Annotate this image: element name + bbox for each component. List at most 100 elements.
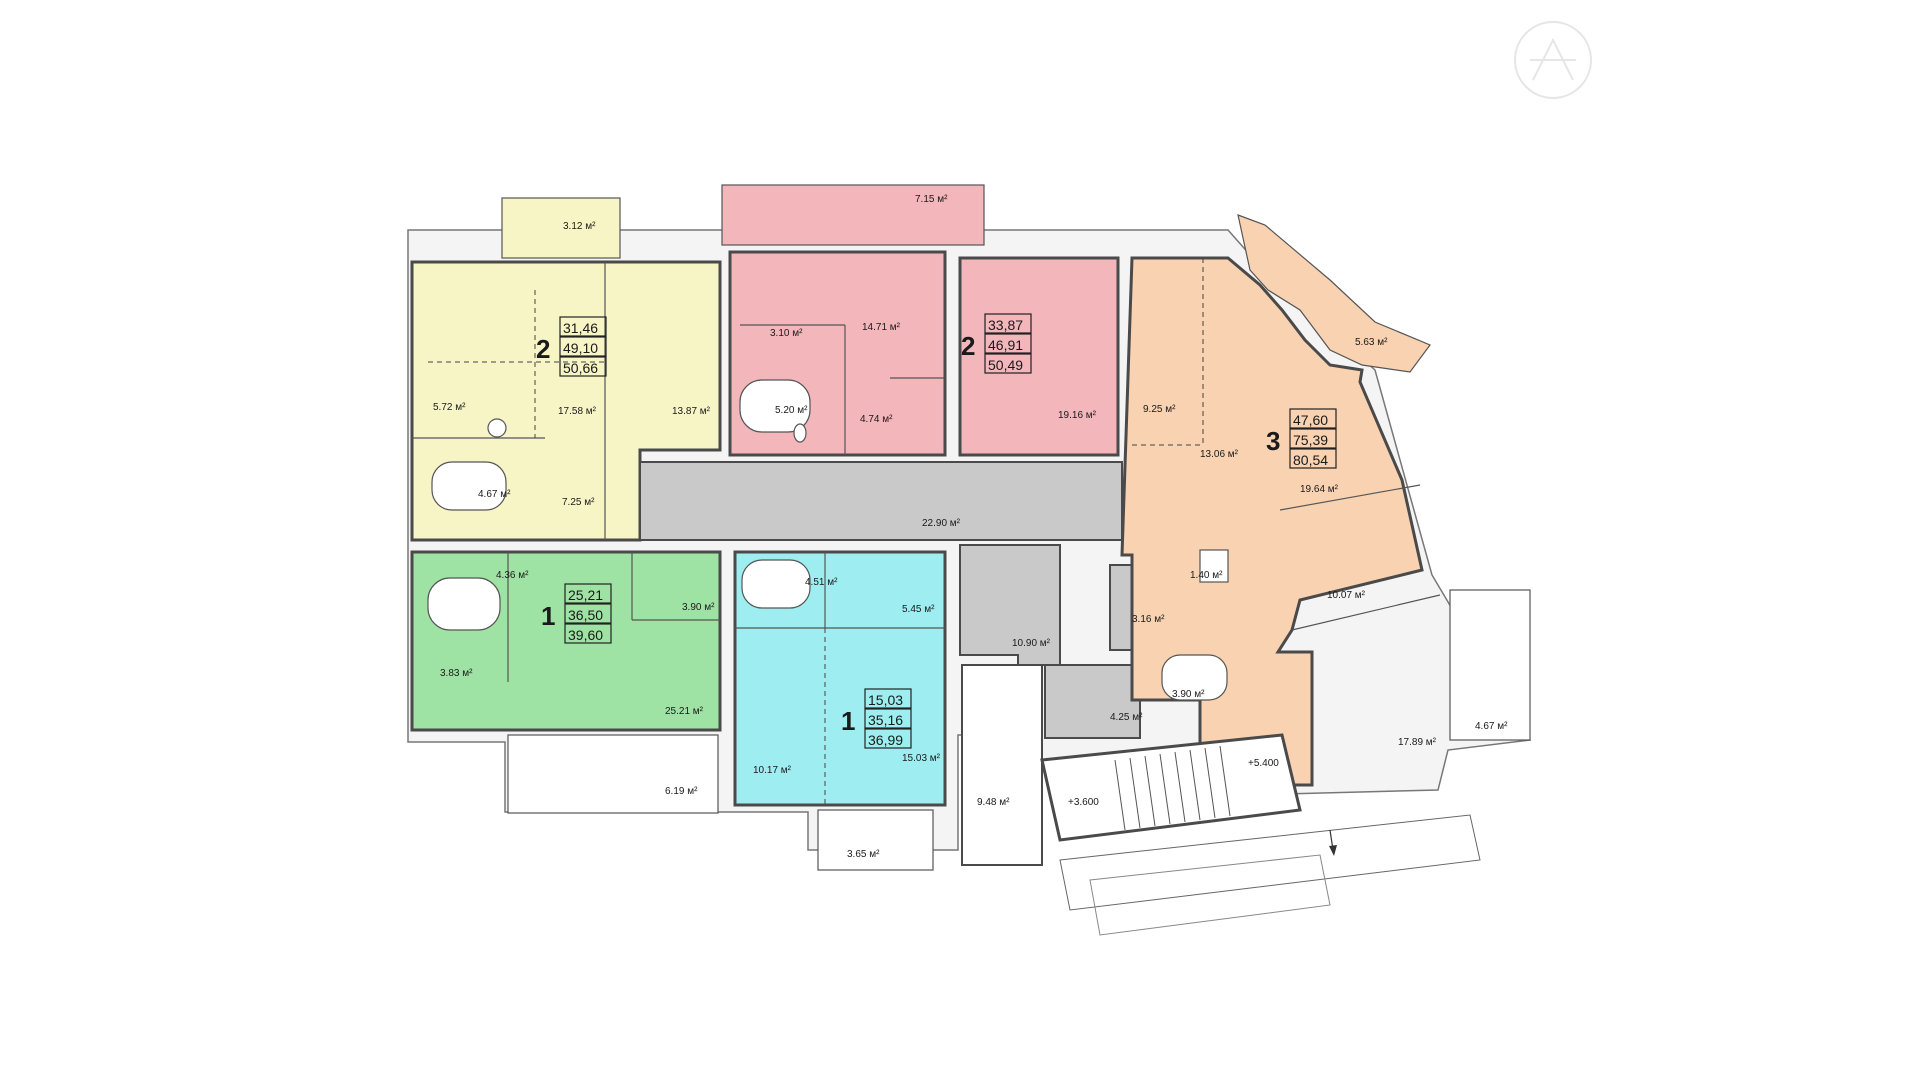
- area-label: 3.10 м²: [770, 328, 803, 339]
- area-label: 19.64 м²: [1300, 484, 1339, 495]
- bathtub-icon: [1161, 654, 1228, 701]
- area-label: 3.12 м²: [563, 221, 596, 232]
- area-label: 13.87 м²: [672, 406, 711, 417]
- apartment-summary: 3 47,60 75,39 80,54: [1266, 408, 1337, 469]
- area-label: 4.36 м²: [496, 570, 529, 581]
- apartment-area-with-balcony: 80,54: [1293, 452, 1328, 468]
- apartment-area-box: [984, 333, 1032, 354]
- area-label: 17.58 м²: [558, 406, 597, 417]
- apartment-area-box: [864, 708, 912, 729]
- balcony-peach: [1237, 214, 1431, 373]
- area-label: 5.72 м²: [433, 402, 466, 413]
- balcony-yellow: [501, 197, 621, 259]
- apartment-pink[interactable]: [721, 184, 1120, 457]
- toilet-icon: [793, 423, 807, 443]
- apartment-area-with-balcony: 39,60: [568, 627, 603, 643]
- apartment-area-living: 33,87: [988, 317, 1023, 333]
- area-label: 22.90 м²: [922, 518, 961, 529]
- area-label: 5.63 м²: [1355, 337, 1388, 348]
- area-label: 5.20 м²: [775, 405, 808, 416]
- area-label: 1.40 м²: [1190, 570, 1223, 581]
- area-label: 13.06 м²: [1200, 449, 1239, 460]
- apartment-area-living: 25,21: [568, 587, 603, 603]
- apartment-yellow[interactable]: [410, 197, 722, 542]
- apartment-area-with-balcony: 36,99: [868, 732, 903, 748]
- apartment-area-living: 47,60: [1293, 412, 1328, 428]
- area-label: 9.25 м²: [1143, 404, 1176, 415]
- staircase: [1040, 733, 1481, 936]
- apartment-room-count: 2: [961, 331, 975, 361]
- area-label: 6.19 м²: [665, 786, 698, 797]
- apartment-area-box: [559, 316, 607, 337]
- area-label: 10.17 м²: [753, 765, 792, 776]
- area-label: 4.51 м²: [805, 577, 838, 588]
- apartment-cyan[interactable]: [733, 550, 947, 871]
- arrow-down-icon: [1329, 829, 1337, 856]
- apartment-area-box: [564, 603, 612, 624]
- apartment-area-box: [564, 623, 612, 644]
- apartment-area-box: [984, 313, 1032, 334]
- balcony-cyan: [817, 809, 934, 871]
- level-mark: +5.400: [1248, 758, 1279, 769]
- apartment-area-with-balcony: 50,66: [563, 360, 598, 376]
- area-label: 4.67 м²: [478, 489, 511, 500]
- area-label: 7.25 м²: [562, 497, 595, 508]
- area-label: 3.16 м²: [1132, 614, 1165, 625]
- apartment-area-total: 35,16: [868, 712, 903, 728]
- apartment-area-box: [1289, 448, 1337, 469]
- apartment-area-living: 15,03: [868, 692, 903, 708]
- area-label: 4.67 м²: [1475, 721, 1508, 732]
- area-label: 4.25 м²: [1110, 712, 1143, 723]
- apartment-area-box: [559, 356, 607, 377]
- apartment-area-box: [559, 336, 607, 357]
- vestibule: [961, 664, 1043, 866]
- apartment-area-total: 49,10: [563, 340, 598, 356]
- bathtub-icon: [431, 461, 507, 511]
- apartment-area-box: [1289, 408, 1337, 429]
- apartment-area-box: [1289, 428, 1337, 449]
- sink-icon: [487, 418, 507, 438]
- apartment-area-total: 75,39: [1293, 432, 1328, 448]
- apartment-area-living: 31,46: [563, 320, 598, 336]
- bathtub-icon: [739, 379, 811, 433]
- area-label: 3.90 м²: [1172, 689, 1205, 700]
- balcony-green: [507, 734, 719, 814]
- apartment-room-count: 1: [841, 706, 855, 736]
- apartment-area-total: 46,91: [988, 337, 1023, 353]
- apartment-area-with-balcony: 50,49: [988, 357, 1023, 373]
- apartment-area-box: [864, 688, 912, 709]
- area-label: 4.74 м²: [860, 414, 893, 425]
- area-label: 17.89 м²: [1398, 737, 1437, 748]
- area-label: 3.90 м²: [682, 602, 715, 613]
- area-label: 10.07 м²: [1327, 590, 1366, 601]
- bathtub-icon: [741, 559, 811, 609]
- balcony-pink: [721, 184, 985, 246]
- area-label: 14.71 м²: [862, 322, 901, 333]
- area-label: 3.83 м²: [440, 668, 473, 679]
- level-mark: +3.600: [1068, 797, 1099, 808]
- area-label: 9.48 м²: [977, 797, 1010, 808]
- apartment-summary: 2 31,46 49,10 50,66: [536, 316, 607, 377]
- apartment-area-box: [864, 728, 912, 749]
- apartment-summary: 1 15,03 35,16 36,99: [841, 688, 912, 749]
- area-label: 7.15 м²: [915, 194, 948, 205]
- apartment-green[interactable]: [410, 550, 722, 814]
- apartment-area-box: [564, 583, 612, 604]
- area-label: 3.65 м²: [847, 849, 880, 860]
- apartment-peach[interactable]: [1120, 214, 1441, 802]
- compass-icon: [1514, 21, 1592, 99]
- apartment-room-count: 3: [1266, 426, 1280, 456]
- balcony-peach-2: [1449, 589, 1531, 741]
- wc-icon: [1199, 549, 1229, 583]
- apartment-summary: 2 33,87 46,91 50,49: [961, 313, 1032, 374]
- apartment-area-total: 36,50: [568, 607, 603, 623]
- area-label: 25.21 м²: [665, 706, 704, 717]
- area-label: 5.45 м²: [902, 604, 935, 615]
- bathtub-icon: [427, 577, 501, 631]
- area-label: 19.16 м²: [1058, 410, 1097, 421]
- apartment-room-count: 2: [536, 334, 550, 364]
- area-label: 15.03 м²: [902, 753, 941, 764]
